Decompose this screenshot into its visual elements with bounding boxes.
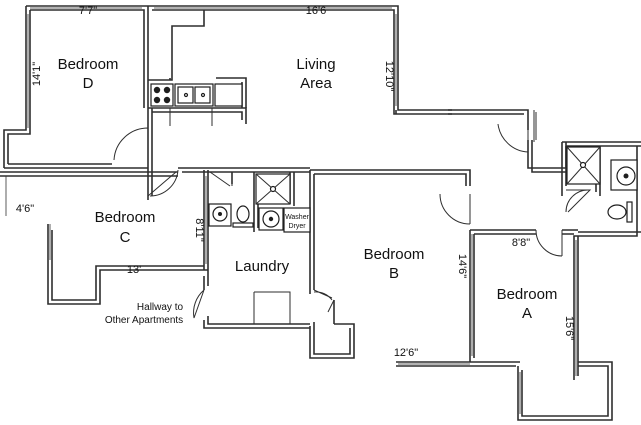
bedroom-b-width: 12'6"	[394, 347, 418, 359]
dryer-label: Dryer	[288, 223, 306, 230]
door-bedroom-a	[535, 229, 563, 257]
drain-icon	[200, 92, 206, 98]
stove-icon	[150, 83, 174, 107]
burner-icon	[163, 86, 171, 94]
wall-living-bottom	[148, 107, 397, 124]
door-living-right	[497, 122, 529, 153]
wall-right-corridor	[448, 109, 567, 173]
bedroom-b-letter: B	[389, 265, 399, 282]
laundry-label: Laundry	[235, 258, 290, 275]
living-width: 16'6	[306, 5, 326, 17]
bedroom-c-depth: 8'11"	[193, 218, 205, 242]
hallway-label: Hallway to	[137, 302, 184, 313]
bedroom-a-letter: A	[522, 305, 532, 322]
wall-bath-a	[561, 141, 641, 196]
wall-laundry	[203, 276, 310, 329]
bedroom-d-letter: D	[83, 75, 94, 92]
wall-bedroom-b-lower	[309, 300, 355, 359]
bedroom-c-letter: C	[120, 229, 131, 246]
burner-icon	[153, 96, 161, 104]
door-hallway	[193, 289, 205, 319]
living-label-2: Area	[300, 75, 332, 92]
wall-bedroom-c	[0, 170, 209, 305]
toilet-icon	[607, 204, 627, 220]
bedroom-d-length: 14'1"	[31, 62, 43, 86]
wall-living-top	[148, 5, 452, 115]
wall-bedroom-b-bottom	[396, 230, 520, 367]
door-laundry-closet	[313, 289, 335, 313]
drain-icon	[218, 212, 222, 216]
dimension-lines	[5, 7, 577, 414]
kitchen-partition	[147, 108, 213, 126]
toilet-icon	[236, 205, 250, 223]
living-length: 12'10"	[383, 61, 395, 92]
door-bedroom-b	[439, 193, 471, 225]
bedroom-a-label: Bedroom	[497, 286, 558, 303]
shower-drain-icon	[269, 185, 277, 193]
door-bedroom-d	[113, 127, 149, 161]
door-bath-a	[565, 189, 592, 213]
laundry-closet	[253, 291, 291, 324]
bedroom-d-width: 7'7"	[79, 5, 97, 17]
drain-icon	[268, 216, 274, 222]
hallway-label-2: Other Apartments	[105, 315, 183, 326]
bedroom-d-label: Bedroom	[58, 56, 119, 73]
wall-divider-ab	[470, 229, 578, 235]
wall-laundry-top	[178, 167, 310, 173]
labels: 7'7" 16'6 14'1" 12'10" Bedroom D Living …	[16, 5, 575, 359]
wall-bedroom-d-inner	[7, 9, 145, 164]
fixtures	[150, 83, 638, 233]
bedroom-b-label: Bedroom	[364, 246, 425, 263]
wall-kitchen	[148, 10, 247, 108]
washer-dryer-icon	[283, 207, 311, 233]
fridge-icon	[214, 83, 243, 107]
toilet-tank-icon	[626, 201, 633, 223]
burner-icon	[163, 96, 171, 104]
shower-drain-icon	[579, 161, 587, 169]
wall-bedroom-d-outer	[3, 5, 149, 168]
drain-icon	[623, 173, 629, 179]
bedroom-a-window	[533, 110, 537, 142]
burner-icon	[153, 86, 161, 94]
living-label: Living	[296, 56, 335, 73]
toilet-tank-icon	[232, 222, 254, 228]
bedroom-c-label: Bedroom	[95, 209, 156, 226]
bedroom-c-width: 4'6"	[16, 203, 34, 215]
washer-label: Washer	[285, 214, 310, 221]
wall-bedroom-a	[517, 361, 613, 421]
door-bath-c	[209, 171, 233, 187]
wall-bedroom-b	[309, 169, 471, 294]
doors	[113, 110, 592, 324]
drain-icon	[183, 92, 189, 98]
bedroom-b-length: 14'6"	[456, 254, 468, 278]
bedroom-a-length: 15'6"	[563, 316, 575, 340]
bedroom-c-length: 13'	[127, 264, 141, 276]
bedroom-a-width: 8'8"	[512, 237, 530, 249]
door-bedroom-c	[147, 169, 179, 197]
wall-bath-a-right	[573, 146, 641, 380]
